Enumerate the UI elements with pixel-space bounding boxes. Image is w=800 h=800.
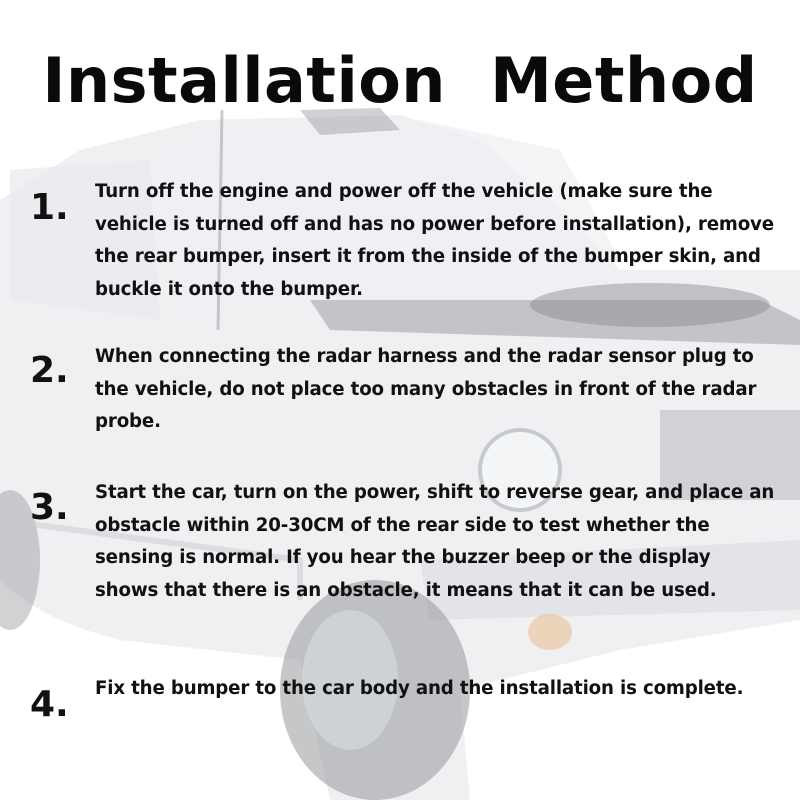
step-2-number: 2. (30, 350, 69, 391)
step-3-text: Start the car, turn on the power, shift … (95, 482, 775, 601)
step-3-number: 3. (30, 487, 69, 528)
step-2-text: When connecting the radar harness and th… (95, 346, 757, 432)
step-4-number: 4. (30, 684, 69, 725)
step-1-text: Turn off the engine and power off the ve… (95, 181, 774, 300)
page-title: Installation Method (42, 44, 758, 117)
step-4-text: Fix the bumper to the car body and the i… (95, 678, 744, 699)
step-1-number: 1. (30, 187, 69, 228)
